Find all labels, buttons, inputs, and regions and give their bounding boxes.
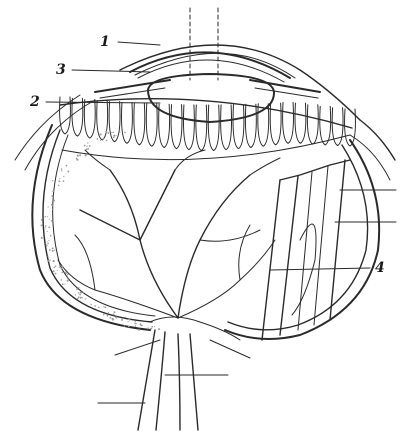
- ciliary-upper-edge: [60, 99, 352, 128]
- ciliary-fold: [233, 105, 244, 149]
- ciliary-fold: [221, 105, 232, 150]
- retina-texture: [40, 131, 160, 331]
- ciliary-fold: [307, 105, 318, 144]
- ciliary-fold: [171, 105, 182, 149]
- ciliary-body: [60, 97, 356, 160]
- label-4: 4: [375, 260, 385, 276]
- ciliary-fold: [320, 106, 331, 145]
- label-3: 3: [56, 62, 66, 78]
- ciliary-fold: [97, 101, 108, 140]
- ciliary-fold: [183, 105, 194, 150]
- label-1: 1: [100, 34, 110, 50]
- retinal-vessel: [200, 230, 260, 241]
- retinal-vessels: [58, 150, 280, 318]
- retinal-vessel: [250, 158, 280, 175]
- ciliary-fold: [122, 102, 133, 143]
- retinal-vessel: [85, 150, 110, 170]
- retinal-vessel: [140, 170, 175, 240]
- ciliary-fold: [134, 103, 145, 145]
- retinal-vessel: [178, 240, 275, 318]
- ciliary-fold: [332, 108, 343, 146]
- retinal-vessel: [178, 175, 250, 318]
- ciliary-fold: [295, 103, 306, 143]
- retinal-vessel: [75, 235, 95, 290]
- ciliary-fold: [72, 98, 83, 136]
- ciliary-fold: [196, 105, 207, 151]
- eyeball-wall: [32, 125, 379, 339]
- iris: [95, 80, 320, 98]
- ciliary-fold: [245, 104, 256, 147]
- ciliary-fold: [208, 105, 219, 151]
- section-cut: [262, 160, 350, 340]
- retinal-vessel: [110, 170, 178, 318]
- optic-nerve: [138, 317, 240, 430]
- label-2: 2: [29, 94, 40, 110]
- cornea: [130, 52, 290, 82]
- ciliary-fold: [283, 102, 294, 143]
- leader-lines: [46, 42, 396, 403]
- optical-axis: [190, 8, 218, 80]
- ciliary-fold: [146, 104, 157, 146]
- retinal-vessel: [80, 210, 140, 240]
